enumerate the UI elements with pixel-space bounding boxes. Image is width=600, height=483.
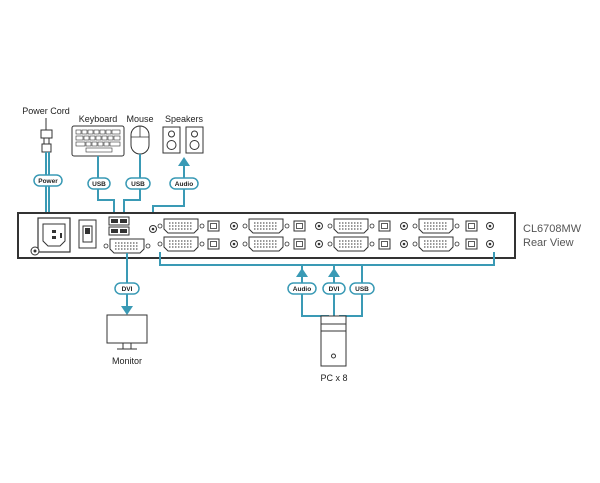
svg-text:USB: USB	[355, 286, 369, 293]
keyboard-label: Keyboard	[79, 114, 118, 124]
svg-text:Power: Power	[38, 178, 58, 185]
monitor-icon	[106, 314, 148, 350]
power-plug-icon	[40, 118, 53, 153]
console-usb-ports	[108, 216, 130, 236]
svg-text:USB: USB	[131, 181, 145, 188]
model-label: CL6708MW	[523, 223, 582, 235]
svg-text:DVI: DVI	[329, 286, 340, 293]
svg-text:Audio: Audio	[293, 286, 311, 293]
pc-dvi-badge: DVI	[322, 282, 346, 295]
pc-audio-badge: Audio	[287, 282, 317, 295]
monitor-arrow-icon	[121, 306, 133, 315]
speakers-label: Speakers	[165, 114, 204, 124]
view-label: Rear View	[523, 237, 574, 249]
speakers-icon	[162, 126, 204, 154]
pc-label: PC x 8	[320, 373, 347, 383]
power-connector-badge: Power	[33, 174, 63, 187]
mouse-usb-badge: USB	[125, 177, 151, 190]
monitor-label: Monitor	[112, 356, 142, 366]
svg-text:USB: USB	[92, 181, 106, 188]
mouse-icon	[130, 125, 150, 155]
monitor-dvi-badge: DVI	[114, 282, 140, 295]
speakers-audio-badge: Audio	[169, 177, 199, 190]
speakers-arrow-icon	[178, 157, 190, 166]
kvm-rear-panel	[17, 212, 516, 259]
keyboard-icon	[71, 125, 125, 157]
keyboard-usb-badge: USB	[87, 177, 111, 190]
svg-text:Audio: Audio	[175, 181, 193, 188]
pc-usb-badge: USB	[349, 282, 375, 295]
power-cord-label: Power Cord	[22, 106, 70, 116]
pc-tower-icon	[320, 315, 347, 367]
pc-dvi-arrow-icon	[328, 268, 340, 277]
svg-text:DVI: DVI	[122, 286, 133, 293]
pc-audio-arrow-icon	[296, 268, 308, 277]
mouse-label: Mouse	[126, 114, 153, 124]
